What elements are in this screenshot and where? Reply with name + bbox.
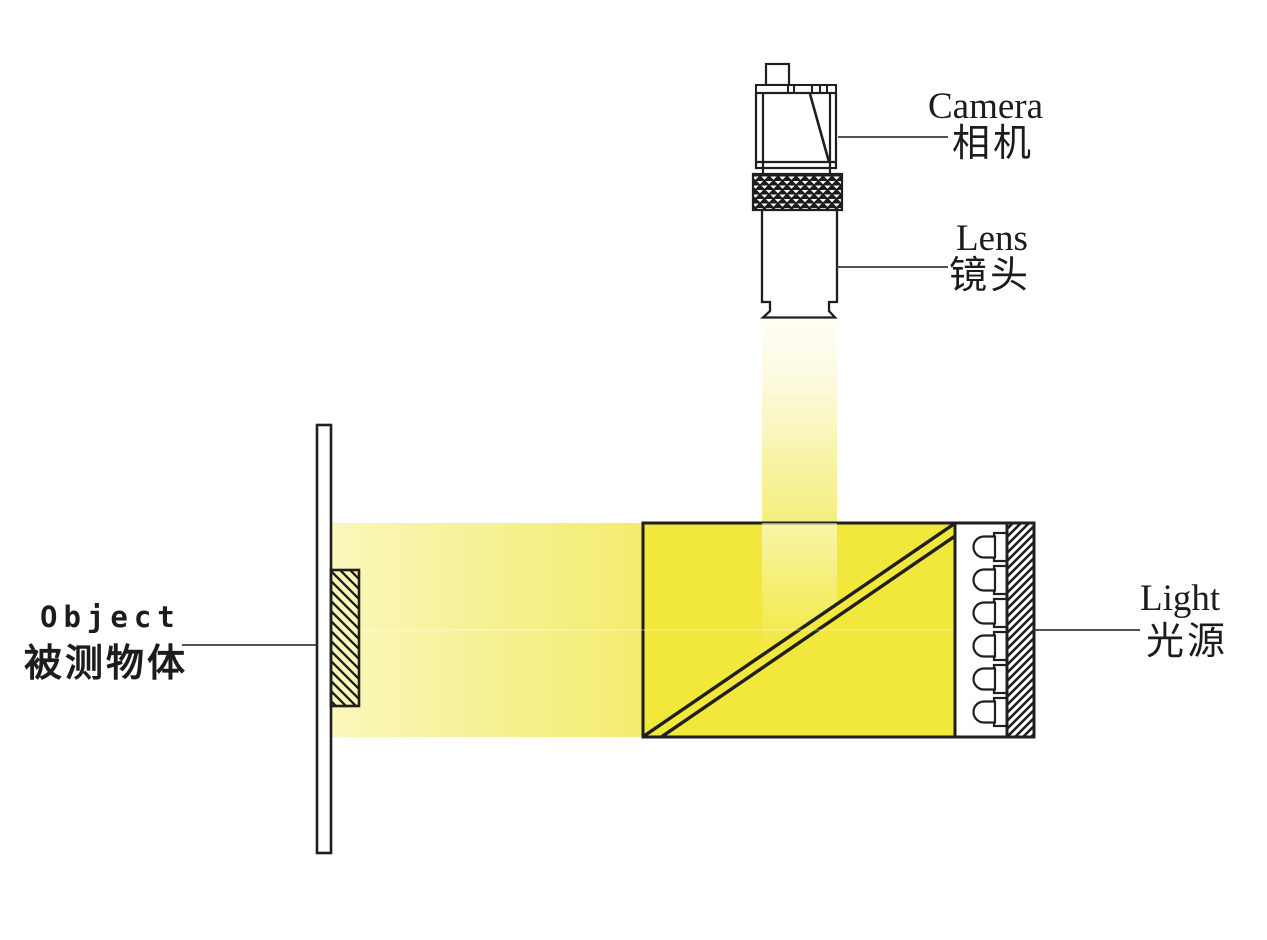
led-bulb: [972, 531, 1009, 563]
camera-drawing: [751, 62, 844, 319]
light-label-zh: 光源: [1146, 621, 1229, 663]
object-sample: [329, 568, 361, 708]
camera-top-connector: [764, 62, 791, 87]
camera-label-en: Camera: [928, 86, 1044, 127]
light-label-en: Light: [1140, 578, 1221, 619]
horizontal-light-beam: [330, 523, 643, 737]
lens-label-en: Lens: [956, 218, 1028, 259]
lens-label-zh: 镜头: [949, 255, 1032, 297]
object-label-zh: 被测物体: [24, 643, 189, 685]
object-plate-with-sample: [315, 423, 361, 855]
led-bulb: [972, 564, 1009, 596]
vertical-beam-inside-splitter: [762, 523, 837, 657]
led-bulb: [972, 663, 1009, 695]
light-back-panel: [1005, 521, 1036, 739]
camera-label-zh: 相机: [952, 123, 1035, 165]
lens-barrel: [760, 208, 839, 319]
camera-body: [754, 91, 838, 174]
beam-splitter-cube: [330, 521, 957, 739]
object-label-en: Object: [40, 600, 181, 634]
led-bulb: [972, 630, 1009, 662]
beam-splitter-diagonal-mirror: [643, 523, 955, 737]
camera-top-flange: [755, 84, 837, 94]
knurled-focus-ring: [751, 172, 844, 212]
led-bulb: [972, 597, 1009, 629]
camera-internal-diagonal: [808, 93, 831, 163]
vertical-light-beam: [762, 318, 837, 524]
object-plate: [315, 423, 333, 855]
led-bulb: [972, 696, 1009, 728]
led-light-source: [953, 521, 1036, 739]
